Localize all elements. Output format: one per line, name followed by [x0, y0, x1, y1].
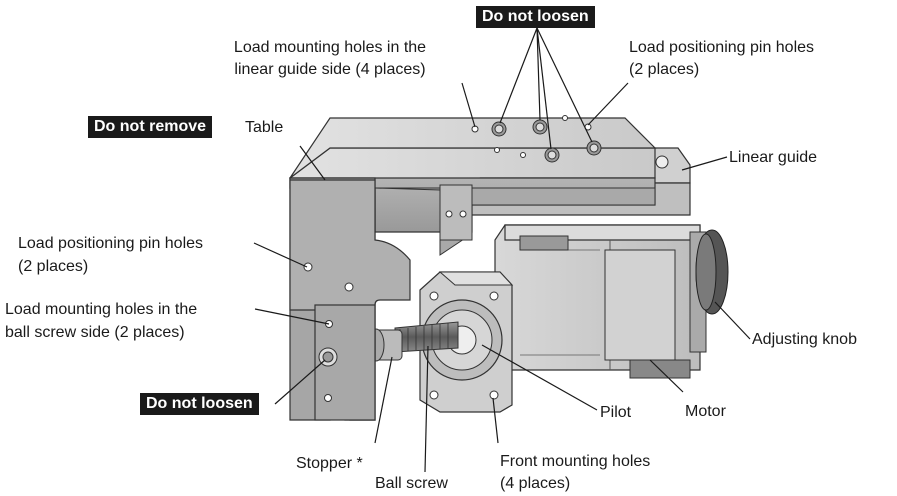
label-table: Table: [245, 119, 284, 136]
label-load-mounting-linear-line2: linear guide side (4 places): [234, 61, 426, 78]
label-linear-guide: Linear guide: [729, 149, 818, 166]
label-front-mounting-line2: (4 places): [500, 475, 571, 492]
label-pilot: Pilot: [600, 404, 632, 421]
label-load-positioning-left-line2: (2 places): [18, 258, 89, 275]
leader-lines: [253, 27, 751, 473]
table: [288, 115, 657, 421]
motor: [494, 224, 701, 379]
label-front-mounting-line1: Front mounting holes: [500, 453, 651, 470]
label-load-positioning-top-line1: Load positioning pin holes: [629, 39, 815, 56]
do-not-loosen-badge-top: Do not loosen: [476, 6, 595, 28]
label-adjusting-knob: Adjusting knob: [752, 331, 857, 348]
adjusting-knob: [689, 229, 729, 353]
do-not-loosen-badge-bottom: Do not loosen: [140, 393, 259, 415]
label-load-mounting-ball-line2: ball screw side (2 places): [5, 324, 185, 341]
label-load-mounting-ball-line1: Load mounting holes in the: [5, 301, 198, 318]
label-ball-screw: Ball screw: [375, 475, 448, 492]
label-stopper: Stopper *: [296, 455, 363, 472]
label-motor: Motor: [685, 403, 726, 420]
label-load-positioning-left-line1: Load positioning pin holes: [18, 235, 204, 252]
label-load-mounting-linear-line1: Load mounting holes in the: [233, 39, 427, 56]
ball-screw: [394, 321, 459, 353]
do-not-remove-badge: Do not remove: [88, 116, 213, 138]
label-load-positioning-top-line2: (2 places): [629, 61, 700, 78]
